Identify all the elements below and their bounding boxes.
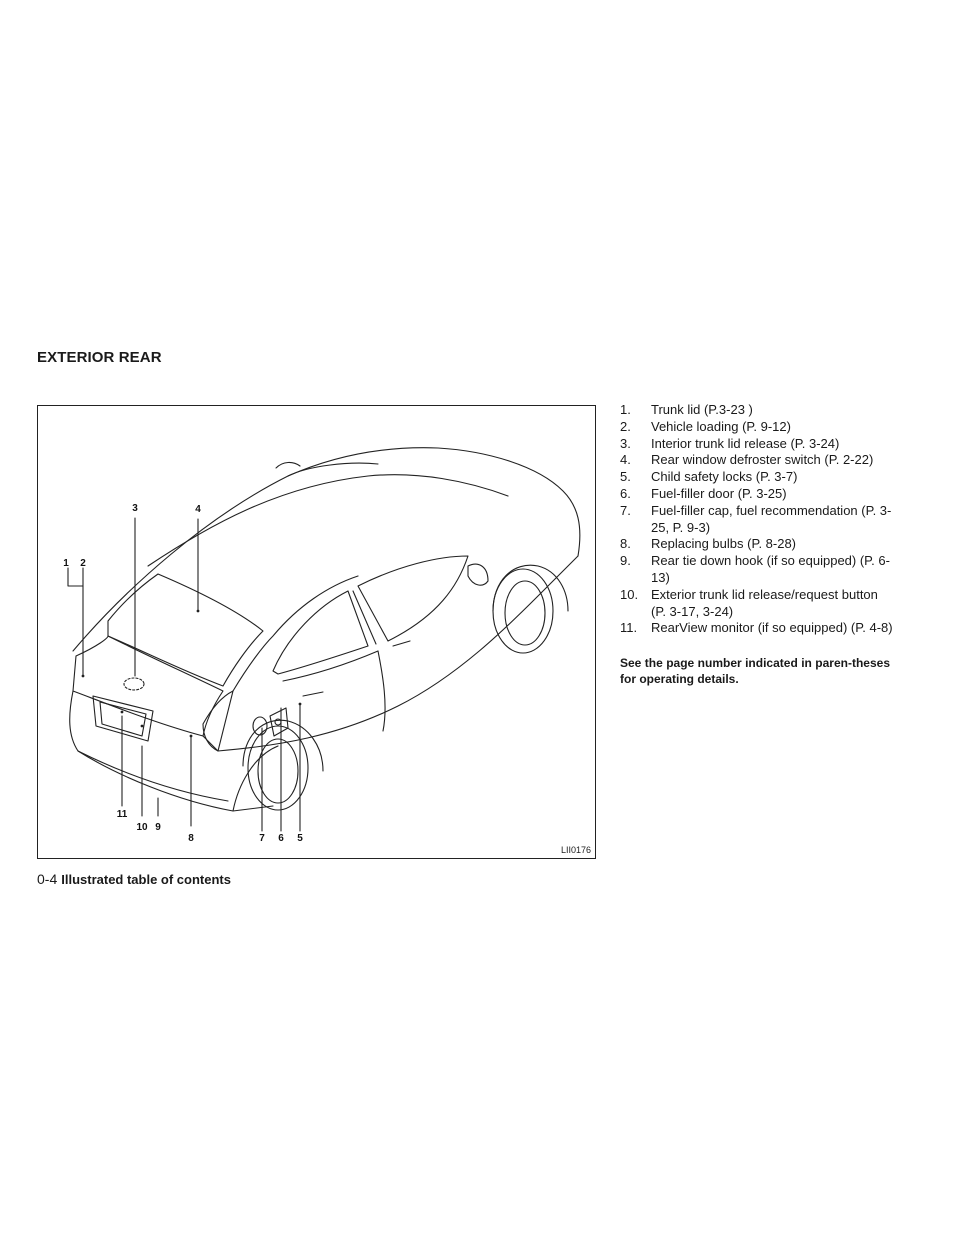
callout-2: 2 <box>80 558 86 569</box>
item-text: Replacing bulbs (P. 8-28) <box>651 536 797 552</box>
list-item: 4. Rear window defroster switch (P. 2-22) <box>620 452 895 469</box>
list-item: 7. Fuel-filler cap, fuel recommendation (… <box>620 503 895 537</box>
item-number: 7. <box>620 502 631 518</box>
item-number: 4. <box>620 452 631 468</box>
item-text: Child safety locks (P. 3-7) <box>651 469 798 485</box>
item-number: 10. <box>620 586 639 602</box>
item-text: Vehicle loading (P. 9-12) <box>651 418 791 434</box>
item-text: Rear tie down hook (if so equipped) (P. … <box>651 553 890 585</box>
parts-list: 1. Trunk lid (P.3-23 ) 2. Vehicle loading … <box>620 402 895 637</box>
callout-5: 5 <box>297 833 303 844</box>
operating-note: See the page number indicated in paren-t… <box>620 656 890 686</box>
item-number: 11. <box>620 620 638 636</box>
item-text: Fuel-filler door (P. 3-25) <box>651 485 787 501</box>
item-text: Interior trunk lid release (P. 3-24) <box>651 435 840 451</box>
list-item: 5. Child safety locks (P. 3-7) <box>620 469 895 486</box>
footer-title: Illustrated table of contents <box>61 872 231 887</box>
item-number: 8. <box>620 536 631 552</box>
section-title: EXTERIOR REAR <box>37 349 162 366</box>
list-item: 11. RearView monitor (if so equipped) (P.… <box>620 620 895 637</box>
callout-3: 3 <box>132 503 138 514</box>
list-item: 6. Fuel-filler door (P. 3-25) <box>620 486 895 503</box>
car-drawing <box>67 447 581 832</box>
list-item: 2. Vehicle loading (P. 9-12) <box>620 419 895 436</box>
callout-4: 4 <box>195 504 201 515</box>
list-item: 8. Replacing bulbs (P. 8-28) <box>620 536 895 553</box>
vehicle-illustration: 1 2 3 4 5 6 7 8 9 10 11 LII0176 <box>37 405 596 859</box>
page-number: 0-4 <box>37 871 58 887</box>
item-number: 3. <box>620 435 631 451</box>
item-number: 9. <box>620 553 631 569</box>
callout-6: 6 <box>278 833 284 844</box>
figure-code: LII0176 <box>560 845 591 855</box>
callout-9: 9 <box>155 822 161 833</box>
callout-8: 8 <box>188 833 194 844</box>
item-number: 2. <box>620 418 631 434</box>
callout-1: 1 <box>63 558 69 569</box>
item-text: Exterior trunk lid release/request butto… <box>651 586 878 619</box>
item-text: Trunk lid (P.3-23 ) <box>651 402 753 417</box>
item-text: Rear window defroster switch (P. 2-22) <box>651 452 874 468</box>
list-item: 3. Interior trunk lid release (P. 3-24) <box>620 436 895 453</box>
callout-10: 10 <box>136 822 148 833</box>
item-number: 6. <box>620 485 631 501</box>
callout-7: 7 <box>259 833 265 844</box>
item-text: Fuel-filler cap, fuel recommendation (P.… <box>651 502 892 535</box>
list-item: 9. Rear tie down hook (if so equipped) (P… <box>620 553 895 587</box>
item-number: 5. <box>620 469 631 485</box>
item-number: 1. <box>620 402 631 417</box>
callout-11: 11 <box>116 809 128 820</box>
item-text: RearView monitor (if so equipped) (P. 4-… <box>651 620 893 636</box>
list-item: 1. Trunk lid (P.3-23 ) <box>620 402 895 419</box>
list-item: 10. Exterior trunk lid release/request bu… <box>620 587 895 621</box>
